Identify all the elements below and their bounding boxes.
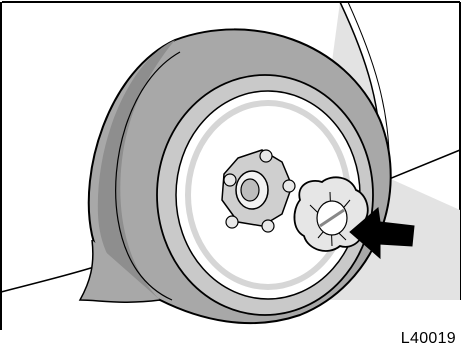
figure-code: L40019 <box>401 330 456 348</box>
